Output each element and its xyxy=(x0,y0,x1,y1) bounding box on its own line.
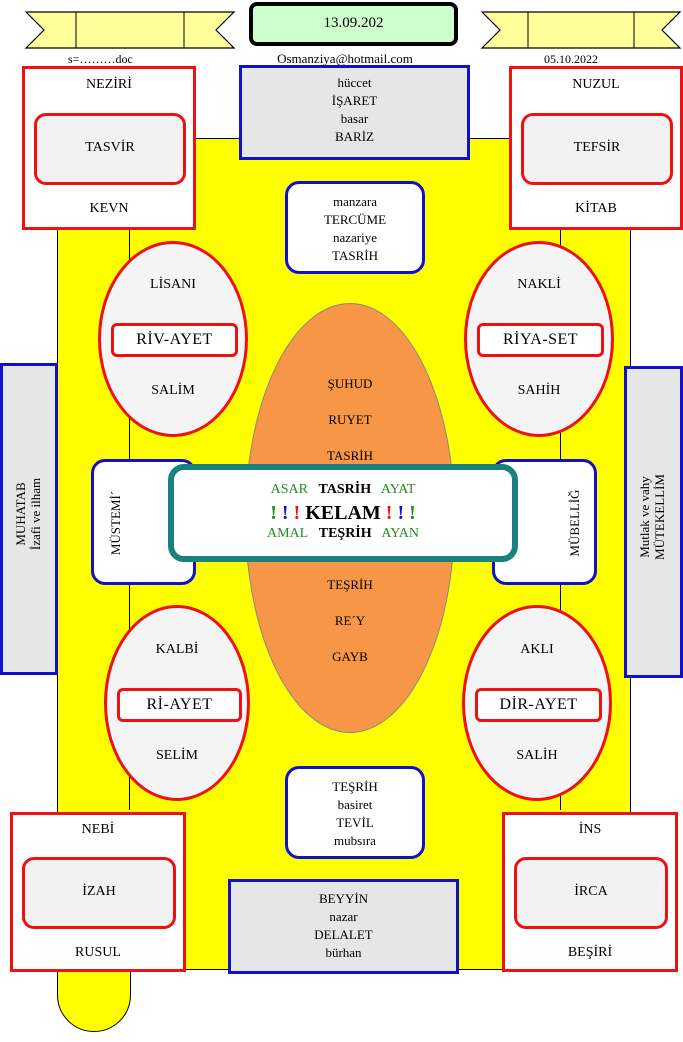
ellipse-bottom-label: SELİM xyxy=(156,748,198,763)
corner-inner-label: TEFSİR xyxy=(573,140,621,155)
corner-bottom-label: KEVN xyxy=(89,201,129,216)
lower-middle-line: mubsıra xyxy=(334,833,376,848)
corner-inner-box: İZAH xyxy=(22,857,176,929)
ellipse-top-label: AKLI xyxy=(520,642,554,657)
corner-top-label: NUZUL xyxy=(572,77,620,92)
bottom-center-line: DELALET xyxy=(314,927,373,942)
left-banner-ribbon xyxy=(24,11,236,49)
ellipse-label-box: Rİ-AYET xyxy=(117,688,242,722)
oval-lower-item: TEŞRİH xyxy=(327,577,373,592)
corner-inner-box: İRCA xyxy=(514,857,668,929)
corner-bottom-label: KİTAB xyxy=(575,201,617,216)
ellipse-label-box: RİV-AYET xyxy=(111,323,238,357)
kelam-row1-left: ASAR xyxy=(270,482,308,497)
ellipse-label-box: DİR-AYET xyxy=(475,688,602,722)
left-outer-line: İzafi ve ilham xyxy=(28,477,43,551)
kelam-row3-middle: TEŞRİH xyxy=(318,526,372,541)
corner-bottom-label: BEŞİRİ xyxy=(567,945,613,960)
ellipse-upper-right: NAKLİ RİYA-SET SAHİH xyxy=(464,241,614,437)
bottom-center-box: BEYYİN nazar DELALET bürhan xyxy=(228,879,459,974)
kelam-exclaim-right: ! ! ! xyxy=(385,502,416,524)
kelam-row1-middle: TASRİH xyxy=(318,482,372,497)
header-date: 13.09.202 xyxy=(323,15,384,31)
corner-inner-label: İRCA xyxy=(574,884,608,899)
top-center-box: hüccet İŞARET basar BARİZ xyxy=(239,65,470,160)
header-date-right: 05.10.2022 xyxy=(544,52,598,66)
bottom-center-line: bürhan xyxy=(325,945,362,960)
right-outer-line: MÜTEKELLİM xyxy=(652,474,667,560)
corner-inner-label: İZAH xyxy=(82,884,116,899)
header-filename: s=………doc xyxy=(68,52,133,66)
oval-lower-item: RE´Y xyxy=(334,613,366,628)
corner-inner-label: TASVİR xyxy=(85,140,135,155)
top-center-line: hüccet xyxy=(337,75,372,90)
ellipse-bottom-label: SAHİH xyxy=(517,383,561,398)
top-center-line: BARİZ xyxy=(335,129,374,144)
corner-box-top-left: NEZİRİ TASVİR KEVN xyxy=(22,66,196,230)
corner-top-label: NEZİRİ xyxy=(86,77,132,92)
corner-box-bottom-left: NEBİ İZAH RUSUL xyxy=(10,812,186,972)
lower-middle-line: TEŞRİH xyxy=(332,779,378,794)
kelam-row3-right: AYAN xyxy=(381,526,419,541)
upper-middle-line: TERCÜME xyxy=(323,212,387,227)
corner-top-label: İNS xyxy=(578,822,602,837)
ellipse-top-label: KALBİ xyxy=(155,642,199,657)
upper-middle-line: manzara xyxy=(332,194,378,209)
ellipse-upper-left: LİSANI RİV-AYET SALİM xyxy=(98,241,248,437)
lower-middle-line: TEVİL xyxy=(336,815,374,830)
corner-bottom-label: RUSUL xyxy=(75,945,121,960)
left-outer-side-box: MUHATAB İzafi ve ilham xyxy=(0,363,58,675)
kelam-row3-left: AMAL xyxy=(267,526,309,541)
lower-middle-box: TEŞRİH basiret TEVİL mubsıra xyxy=(285,766,425,859)
oval-upper-item: RUYET xyxy=(328,412,372,427)
kelam-row-2: ! ! ! KELAM ! ! ! xyxy=(174,502,512,524)
corner-box-bottom-right: İNS İRCA BEŞİRİ xyxy=(502,812,678,972)
kelam-row-1: ASAR TASRİH AYAT xyxy=(174,482,512,498)
bottom-center-line: nazar xyxy=(329,909,358,924)
oval-lower-item: GAYB xyxy=(332,649,368,664)
ellipse-lower-right: AKLI DİR-AYET SALİH xyxy=(462,605,612,801)
ellipse-label-box: RİYA-SET xyxy=(477,323,604,357)
left-outer-line: MUHATAB xyxy=(13,482,28,546)
right-inner-side-text: MÜBELLİĞ xyxy=(567,489,582,557)
header-email: Osmanziya@hotmail.com xyxy=(277,51,413,66)
upper-middle-box: manzara TERCÜME nazariye TASRİH xyxy=(285,181,425,274)
upper-middle-line: TASRİH xyxy=(332,248,378,263)
left-outer-side-text: MUHATAB İzafi ve ilham xyxy=(13,388,45,640)
corner-inner-box: TASVİR xyxy=(34,113,186,185)
right-outer-line: Mutlak ve vahy xyxy=(637,476,652,558)
corner-top-label: NEBİ xyxy=(81,822,115,837)
right-outer-side-text: Mutlak ve vahy MÜTEKELLİM xyxy=(637,391,669,643)
oval-upper-item: ŞUHUD xyxy=(327,376,373,391)
ellipse-top-label: NAKLİ xyxy=(517,277,561,292)
bottom-center-line: BEYYİN xyxy=(318,891,369,906)
ellipse-bottom-label: SALİH xyxy=(516,748,558,763)
kelam-center-box: ASAR TASRİH AYAT ! ! ! KELAM ! ! ! AMAL … xyxy=(168,464,518,562)
kelam-row1-right: AYAT xyxy=(380,482,416,497)
upper-middle-line: nazariye xyxy=(332,230,378,245)
ellipse-lower-left: KALBİ Rİ-AYET SELİM xyxy=(104,605,250,801)
corner-box-top-right: NUZUL TEFSİR KİTAB xyxy=(509,66,683,230)
ellipse-bottom-label: SALİM xyxy=(151,383,195,398)
top-center-line: İŞARET xyxy=(331,93,378,108)
oval-upper-item: TASRİH xyxy=(327,448,373,463)
right-outer-side-box: Mutlak ve vahy MÜTEKELLİM xyxy=(624,366,683,678)
header-date-box: 13.09.202 xyxy=(249,2,458,46)
corner-inner-box: TEFSİR xyxy=(521,113,673,185)
lower-middle-line: basiret xyxy=(337,797,373,812)
kelam-row-3: AMAL TEŞRİH AYAN xyxy=(174,526,512,542)
right-banner-ribbon xyxy=(480,11,682,49)
ellipse-top-label: LİSANI xyxy=(150,277,196,292)
left-inner-side-text: MÜSTEMİ´ xyxy=(108,490,123,556)
kelam-title: KELAM xyxy=(305,502,381,524)
top-center-line: basar xyxy=(340,111,369,126)
kelam-exclaim-left: ! ! ! xyxy=(270,502,301,524)
